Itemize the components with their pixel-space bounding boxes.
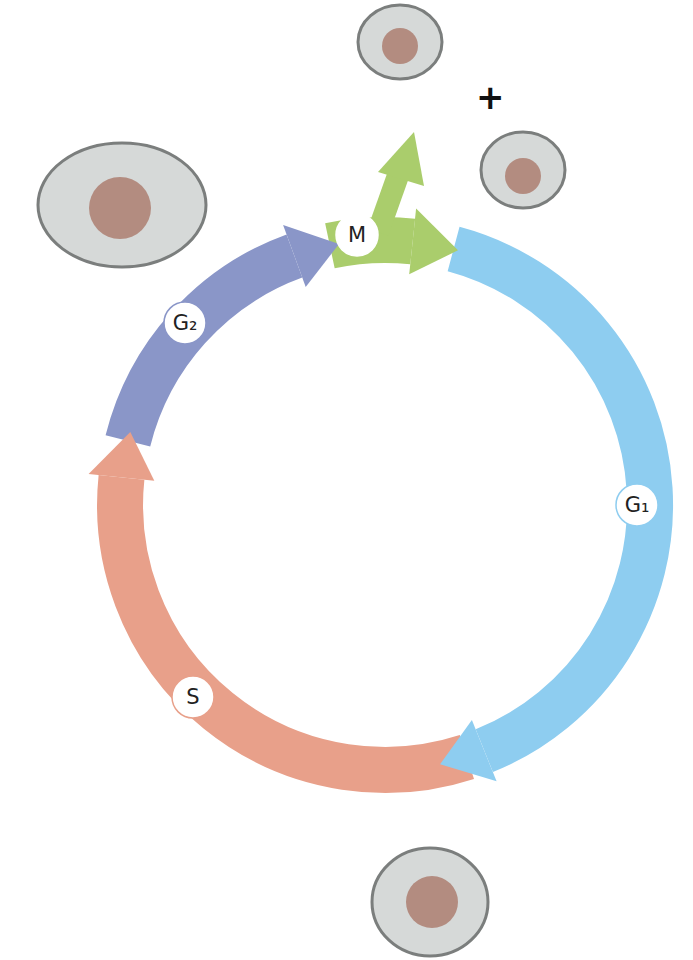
cell-nucleus — [505, 158, 541, 194]
division-arrowhead — [378, 132, 424, 186]
circle-shape — [336, 214, 378, 256]
cell-nucleus — [406, 876, 458, 928]
g2-arc — [128, 256, 295, 441]
s-arc — [120, 477, 467, 770]
g1-arrowhead — [440, 720, 497, 781]
g2-arrowhead — [283, 225, 339, 287]
phase-label-circle: G₁ — [615, 483, 659, 527]
cell — [372, 848, 488, 956]
circle-shape — [164, 302, 206, 344]
phase-label: G₂ — [173, 313, 198, 334]
phase-label-circle: G₂ — [163, 301, 207, 345]
grown-cell — [38, 143, 206, 267]
phase-label-circle: M — [335, 213, 379, 257]
m-arrowhead — [409, 209, 458, 275]
phase-label: G₁ — [625, 495, 650, 516]
cell-nucleus — [89, 177, 151, 239]
s-arrowhead — [89, 432, 155, 481]
plus-sign: + — [476, 80, 505, 114]
division-arrow — [378, 170, 400, 232]
circle-shape — [172, 676, 214, 718]
phase-label-circle: S — [171, 675, 215, 719]
circle-shape — [616, 484, 658, 526]
phase-label: S — [186, 687, 199, 708]
daughter-cell — [358, 5, 442, 79]
cell-nucleus — [382, 28, 418, 64]
daughter-cell — [481, 132, 565, 208]
phase-label: M — [348, 225, 366, 246]
